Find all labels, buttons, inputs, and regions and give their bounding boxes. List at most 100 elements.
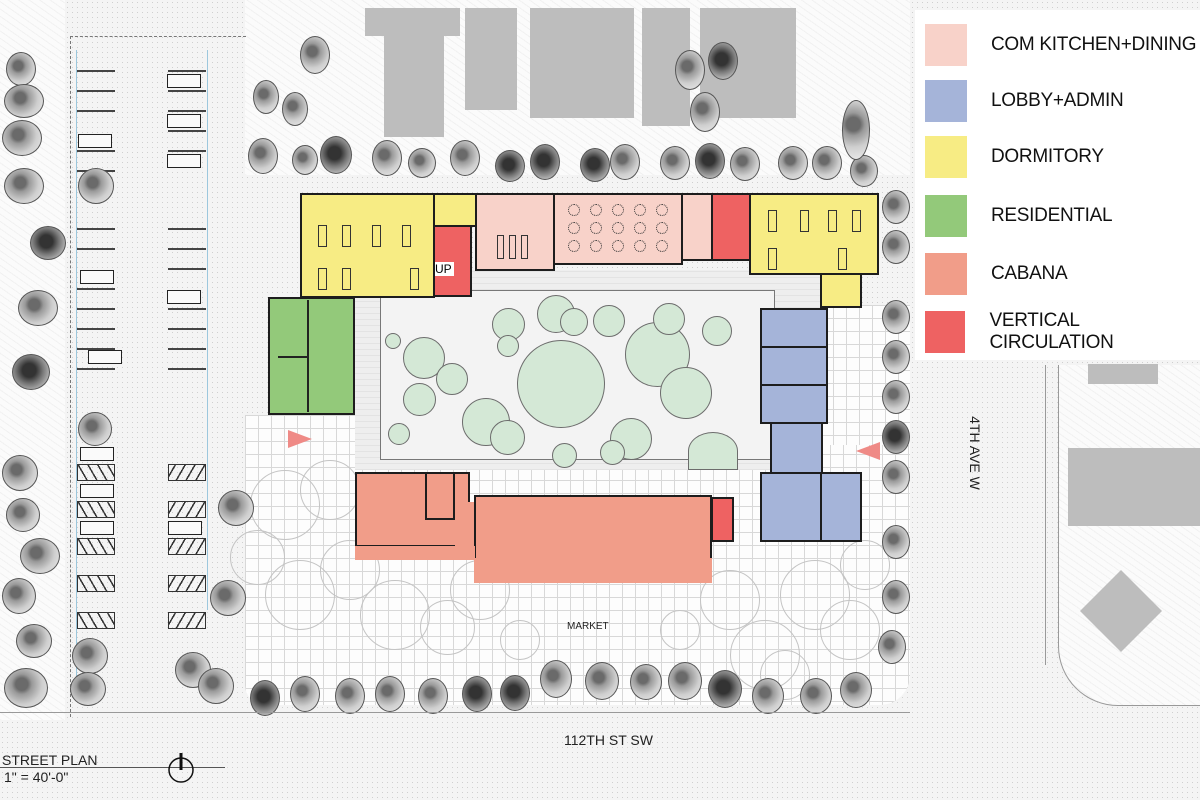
neighbor-building-1b <box>384 30 444 137</box>
market-canopy <box>820 600 880 660</box>
tree-icon <box>500 675 530 711</box>
bunk-bed-icon <box>768 248 777 270</box>
parking-stall <box>77 150 115 152</box>
kitchen-counter <box>509 235 516 259</box>
residential-units <box>268 297 355 415</box>
tree-icon <box>585 662 619 700</box>
dining-table-icon <box>612 240 624 252</box>
tree-icon <box>882 190 910 224</box>
tree-icon <box>882 230 910 264</box>
parked-car <box>167 114 201 128</box>
tree-icon <box>78 168 114 204</box>
tree-icon <box>6 498 40 532</box>
bunk-bed-icon <box>372 225 381 247</box>
kitchen-counter <box>497 235 504 259</box>
dining-table-icon <box>634 240 646 252</box>
tree-icon <box>462 676 492 712</box>
parked-car <box>78 134 112 148</box>
dining-table-icon <box>590 222 602 234</box>
courtyard-tree-canopy <box>600 440 625 465</box>
tree-icon <box>752 678 784 714</box>
tree-icon <box>2 120 42 156</box>
bunk-bed-icon <box>410 268 419 290</box>
tree-icon <box>878 630 906 664</box>
bunk-bed-icon <box>800 210 809 232</box>
tree-icon <box>708 670 742 708</box>
tree-icon <box>882 340 910 374</box>
plan-title-line <box>0 767 225 768</box>
tree-icon <box>778 146 808 180</box>
entry-arrow-west <box>288 430 312 448</box>
parking-stall <box>168 110 206 112</box>
dormitory-west <box>300 193 435 298</box>
tree-icon <box>2 578 36 614</box>
tree-icon <box>580 148 610 182</box>
parked-car <box>80 447 114 461</box>
tree-icon <box>2 455 38 491</box>
parked-car <box>167 74 201 88</box>
market-canopy <box>700 570 760 630</box>
tree-icon <box>695 143 725 179</box>
tree-icon <box>72 638 108 674</box>
legend-item-lobby-admin: LOBBY+ADMIN <box>925 80 1124 122</box>
kitchen-counter <box>521 235 528 259</box>
tree-icon <box>730 147 760 181</box>
tree-icon <box>882 525 910 559</box>
legend-panel: COM KITCHEN+DINING LOBBY+ADMIN DORMITORY… <box>915 10 1200 360</box>
dining-table-icon <box>634 222 646 234</box>
parked-car <box>168 521 202 535</box>
admin-office-1 <box>760 308 828 348</box>
parking-stall <box>77 368 115 370</box>
legend-label: RESIDENTIAL <box>991 205 1113 226</box>
market-canopy <box>320 540 380 600</box>
legend-label: CABANA <box>991 263 1068 284</box>
neighbor-building-east-2 <box>1068 448 1200 526</box>
bunk-bed-icon <box>838 248 847 270</box>
tree-icon <box>630 664 662 700</box>
dining-table-icon <box>590 240 602 252</box>
courtyard-tree-canopy <box>593 305 625 337</box>
main-lobby <box>760 472 822 542</box>
accessible-stall <box>77 575 115 592</box>
legend-swatch <box>925 311 966 353</box>
bunk-bed-icon <box>768 210 777 232</box>
bunk-bed-icon <box>342 268 351 290</box>
tree-icon <box>495 150 525 182</box>
east-neighbor-lot <box>1058 365 1200 706</box>
tree-icon <box>12 354 50 390</box>
tree-icon <box>4 168 44 204</box>
legend-item-residential: RESIDENTIAL <box>925 195 1113 237</box>
tree-icon <box>250 680 280 716</box>
tree-icon <box>292 145 318 175</box>
tree-icon <box>540 660 572 698</box>
parking-stall <box>168 248 206 250</box>
tree-icon <box>198 668 234 704</box>
parking-row-east-line <box>207 50 208 610</box>
tree-icon <box>882 380 910 414</box>
tree-icon <box>290 676 320 712</box>
cabana-west-terrace <box>355 546 475 560</box>
accessible-stall <box>77 464 115 481</box>
tree-icon <box>882 300 910 334</box>
legend-swatch <box>925 136 967 178</box>
neighbor-building-east-1 <box>1088 364 1158 384</box>
accessible-stall <box>168 501 206 518</box>
parked-car <box>167 154 201 168</box>
street-label-east: 4TH AVE W <box>966 416 983 490</box>
tree-icon <box>450 140 480 176</box>
dining-table-icon <box>568 222 580 234</box>
stair-west <box>432 225 472 297</box>
parking-stall <box>77 288 115 290</box>
courtyard-tree-canopy <box>388 423 410 445</box>
dormitory-east-restroom <box>820 273 862 308</box>
dormitory-east <box>749 193 879 275</box>
parking-stall <box>168 328 206 330</box>
tree-icon <box>660 146 690 180</box>
tree-icon <box>850 155 878 187</box>
dormitory-west-entry <box>433 193 477 227</box>
tree-icon <box>282 92 308 126</box>
accessible-stall <box>168 538 206 555</box>
accessible-stall <box>168 575 206 592</box>
bunk-bed-icon <box>318 268 327 290</box>
tree-icon <box>372 140 402 176</box>
